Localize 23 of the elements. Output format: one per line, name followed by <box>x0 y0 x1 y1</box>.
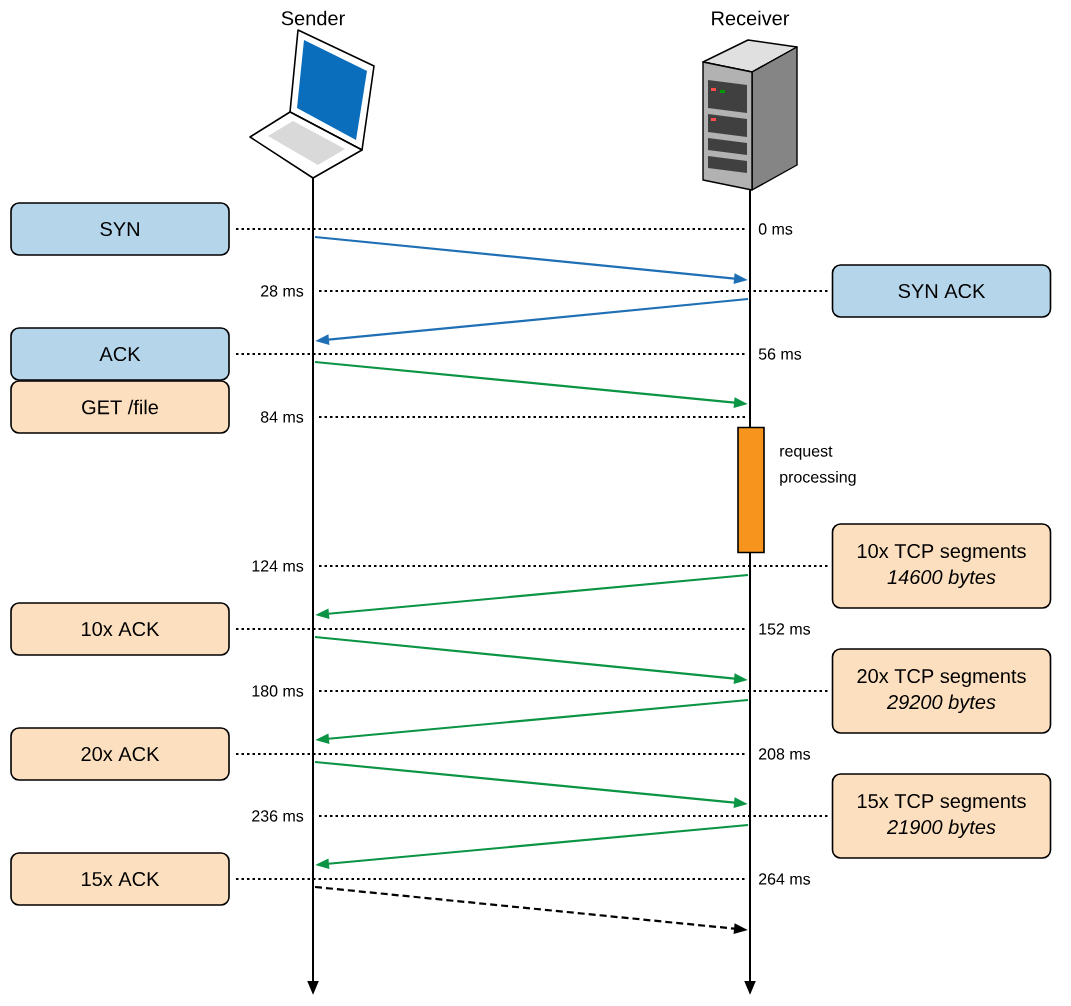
message-box: GET /file <box>10 380 230 434</box>
time-label: 56 ms <box>758 348 802 360</box>
message-box: 15x TCP segments 21900 bytes <box>831 773 1052 859</box>
message-box: 20x ACK <box>10 727 230 781</box>
time-label: 124 ms <box>252 560 304 572</box>
lifeline-heading: Receiver <box>712 10 790 26</box>
time-label: 0 ms <box>758 223 793 235</box>
message-box: 15x ACK <box>10 852 230 906</box>
time-label: 264 ms <box>759 873 811 885</box>
time-label: 84 ms <box>260 411 304 423</box>
message-box: SYN ACK <box>831 264 1052 318</box>
time-label: 180 ms <box>252 685 304 697</box>
time-label: 208 ms <box>759 748 811 760</box>
time-label: 236 ms <box>252 810 304 822</box>
message-box: SYN <box>10 202 230 256</box>
note-text: request processing <box>780 446 856 486</box>
message-box: 10x TCP segments 14600 bytes <box>831 523 1052 609</box>
message-box: 10x ACK <box>10 602 230 656</box>
time-label: 28 ms <box>261 285 304 297</box>
time-label: 152 ms <box>759 623 811 635</box>
message-box: 20x TCP segments 29200 bytes <box>831 648 1052 734</box>
lifeline-heading: Sender <box>281 10 345 26</box>
message-box: ACK <box>10 327 230 381</box>
